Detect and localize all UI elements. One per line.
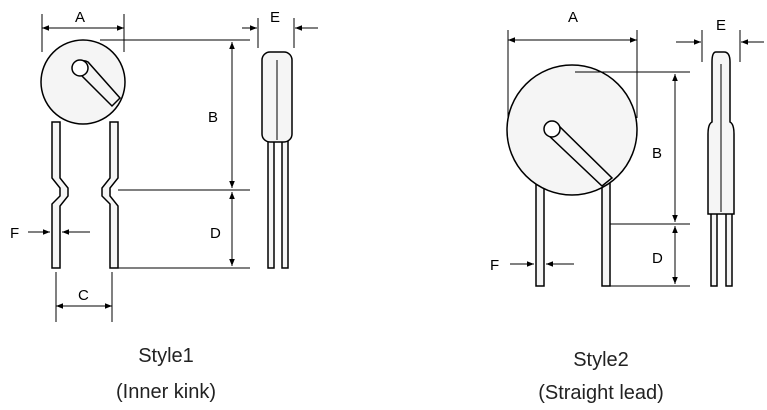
style1-side-lead-left: [267, 139, 275, 269]
style2-disc-body: [506, 64, 638, 196]
style1-caption-title: Style1: [138, 345, 194, 367]
style1-front-view: [40, 39, 126, 269]
style2-label-f: F: [490, 257, 499, 274]
style1-label-b: B: [208, 109, 218, 126]
style1-dimensions: [28, 14, 318, 322]
style2-side-lead-right: [725, 209, 733, 287]
style2-label-b: B: [652, 145, 662, 162]
style2-dimensions: [507, 30, 764, 287]
style1-label-f: F: [10, 225, 19, 242]
style2-label-d: D: [652, 250, 663, 267]
style2-label-e: E: [716, 17, 726, 34]
style1-label-c: C: [78, 287, 89, 304]
style1-label-e: E: [270, 9, 280, 26]
style1-disc-body: [40, 39, 126, 125]
style2-caption: Style2 (Straight lead): [481, 344, 721, 410]
style1-caption-subtitle: (Inner kink): [115, 381, 217, 403]
style1-side-view: [261, 51, 293, 269]
style2-caption-subtitle: (Straight lead): [538, 382, 664, 404]
style2-caption-title: Style2: [573, 349, 629, 371]
style1-right-lead: [101, 121, 119, 269]
style2-dimension-labels: A B D F E: [490, 9, 726, 274]
style1-caption: Style1 (Inner kink): [46, 338, 286, 410]
style2-side-lead-left: [710, 209, 718, 287]
style1-left-lead: [51, 121, 69, 269]
style2-front-view: [506, 64, 638, 287]
style2-label-a: A: [568, 9, 578, 26]
style1-label-d: D: [210, 225, 221, 242]
style2-side-view: [707, 51, 735, 287]
style1-label-a: A: [75, 9, 85, 26]
style1-side-lead-right: [281, 139, 289, 269]
style1-dimension-labels: A B D C F E: [10, 9, 280, 304]
